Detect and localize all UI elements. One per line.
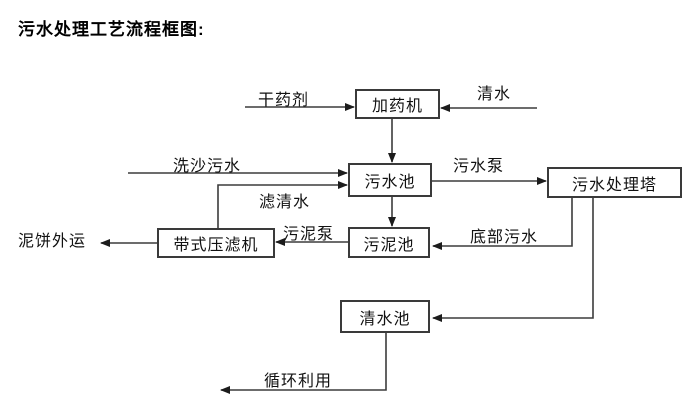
node-sewage-pool: 污水池 (348, 163, 432, 197)
arrow-tower-to-clean-pool (432, 198, 594, 322)
label-bottom-sewage: 底部污水 (470, 229, 539, 246)
node-belt-filter-press: 带式压滤机 (157, 228, 275, 258)
label-clean-water: 清水 (477, 86, 512, 103)
label-dry-agent: 干药剂 (258, 92, 310, 109)
node-treatment-tower: 污水处理塔 (547, 167, 682, 198)
label-sludge-pump: 污泥泵 (283, 226, 335, 243)
label-mud-cake-out: 泥饼外运 (18, 233, 87, 250)
label-sewage-pump: 污水泵 (453, 158, 505, 175)
node-clean-water-pool: 清水池 (340, 300, 430, 333)
page-title: 污水处理工艺流程框图: (18, 20, 205, 39)
label-sand-wash-sewage: 洗沙污水 (173, 158, 242, 175)
node-dosing-machine: 加药机 (355, 89, 440, 119)
label-filtered-water: 滤清水 (259, 194, 311, 211)
label-recycle-use: 循环利用 (264, 373, 333, 390)
node-sludge-pool: 污泥池 (348, 227, 430, 258)
